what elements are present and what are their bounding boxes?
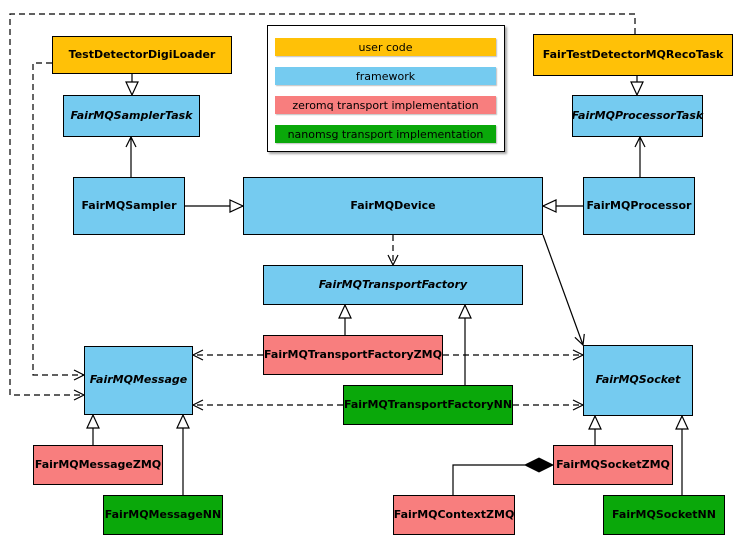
node-fairmqsocket: FairMQSocket xyxy=(583,345,693,416)
node-fairmqtransportfactorynn: FairMQTransportFactoryNN xyxy=(343,385,513,425)
node-fairmqsamplertask: FairMQSamplerTask xyxy=(63,95,200,137)
node-testdetectordigiloader: TestDetectorDigiLoader xyxy=(52,36,232,74)
composition-diamond xyxy=(523,457,555,473)
legend-item-framework: framework xyxy=(275,67,496,85)
node-fairmqsampler: FairMQSampler xyxy=(73,177,185,235)
node-fairmqprocessor: FairMQProcessor xyxy=(583,177,695,235)
node-fairtestdetectormqrecotask: FairTestDetectorMQRecoTask xyxy=(533,34,733,76)
node-fairmqcontextzmq: FairMQContextZMQ xyxy=(393,495,515,535)
node-fairmqsocketzmq: FairMQSocketZMQ xyxy=(553,445,673,485)
node-fairmqprocessortask: FairMQProcessorTask xyxy=(572,95,703,137)
edge-dep-recotask-message xyxy=(9,13,636,401)
node-fairmqmessagezmq: FairMQMessageZMQ xyxy=(33,445,163,485)
edge-comp-contextzmq-socketzmq xyxy=(452,464,525,495)
node-fairmqdevice: FairMQDevice xyxy=(243,177,543,235)
edge-dep-digiloader-message xyxy=(32,62,86,381)
node-fairmqmessage: FairMQMessage xyxy=(84,346,193,415)
node-fairmqmessagenn: FairMQMessageNN xyxy=(103,495,223,535)
legend-item-user-code: user code xyxy=(275,38,496,56)
node-fairmqtransportfactory: FairMQTransportFactory xyxy=(263,265,523,305)
node-fairmqtransportfactoryzmq: FairMQTransportFactoryZMQ xyxy=(263,335,443,375)
legend: user code framework zeromq transport imp… xyxy=(267,25,505,152)
edge-assoc-device-socket xyxy=(542,234,585,347)
node-fairmqsocketnn: FairMQSocketNN xyxy=(603,495,725,535)
legend-item-zeromq: zeromq transport implementation xyxy=(275,96,496,114)
legend-item-nanomsg: nanomsg transport implementation xyxy=(275,125,496,143)
